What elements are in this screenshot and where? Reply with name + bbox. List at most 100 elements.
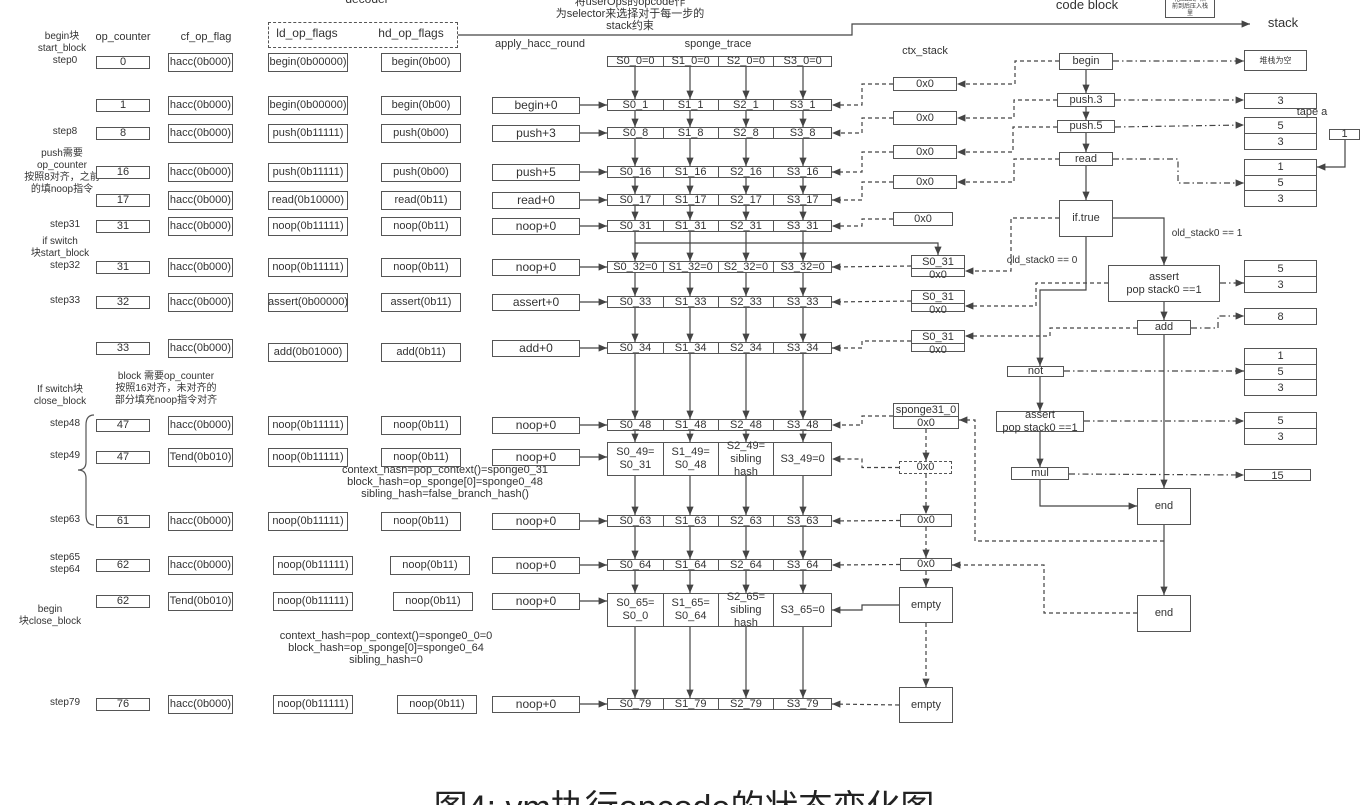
apply-hacc-round-box: noop+0 xyxy=(492,696,580,713)
connector-arrow xyxy=(832,218,893,230)
step-label: step32 xyxy=(49,260,81,271)
ctx-stack-entry: empty xyxy=(899,687,953,723)
hd-op-flags-box: read(0b11) xyxy=(381,191,461,210)
connector-arrow xyxy=(1036,237,1087,366)
stack-cell: 5 xyxy=(1245,413,1316,429)
sponge-cell: S1_33 xyxy=(664,296,719,308)
code-block-label: code block xyxy=(1055,0,1119,12)
apply-hacc-round-box: noop+0 xyxy=(492,449,580,466)
connector-arrow xyxy=(1039,480,1137,510)
sponge-cell: S1_17 xyxy=(664,194,719,206)
code-block-add: add xyxy=(1137,320,1191,335)
note-hash-1: context_hash=pop_context()=sponge0_31 bl… xyxy=(341,464,549,500)
sponge-cell: S2_34 xyxy=(719,342,775,354)
cf-op-flag-box: hacc(0b000) xyxy=(168,96,233,115)
sponge-cell: S1_49= S0_48 xyxy=(664,443,719,475)
ctx-stack-entry: 0x0 xyxy=(893,145,957,159)
ld-op-flags-box: assert(0b00000) xyxy=(268,293,348,312)
connector-arrow xyxy=(957,99,1057,122)
sponge-cell: S0_16 xyxy=(608,166,664,178)
code-block-end-2: end xyxy=(1137,595,1191,632)
sponge-cell: S2_16 xyxy=(719,166,775,178)
apply-hacc-round-box: noop+0 xyxy=(492,557,580,574)
ld-op-flags-box: read(0b10000) xyxy=(268,191,348,210)
sponge-cell: S1_0=0 xyxy=(664,55,719,67)
connector-arrow xyxy=(832,340,911,352)
ld-op-flags-box: noop(0b11111) xyxy=(273,592,353,611)
code-block-assert-2: assert pop stack0 ==1 xyxy=(996,409,1084,434)
stack-cell: 8 xyxy=(1277,310,1284,323)
apply-hacc-round-box: noop+0 xyxy=(492,593,580,610)
connector-arrow xyxy=(831,561,901,569)
ld-op-flags-box: noop(0b11111) xyxy=(273,695,353,714)
op-counter-box: 17 xyxy=(96,194,150,207)
sponge-cell: S0_48 xyxy=(608,419,664,431)
connector-arrow xyxy=(1317,140,1346,171)
hd-op-flags-box: noop(0b11) xyxy=(397,695,477,714)
code-block-assert: assert pop stack0 ==1 xyxy=(1108,265,1220,302)
stack-cell: 3 xyxy=(1277,430,1284,443)
connector-arrow xyxy=(1113,158,1244,187)
stack-cell: 3 xyxy=(1277,95,1284,107)
stack-cell: 1 xyxy=(1245,349,1316,365)
connector-arrow xyxy=(965,217,1059,275)
op-counter-box: 32 xyxy=(96,296,150,309)
sponge-cell: S0_79 xyxy=(608,698,664,710)
connector-arrow xyxy=(1191,312,1244,329)
step-label: step8 xyxy=(52,126,78,137)
hd-op-flags-box: noop(0b11) xyxy=(381,258,461,277)
stack-state: 15 xyxy=(1244,469,1311,482)
cf-op-flag-box: hacc(0b000) xyxy=(168,163,233,182)
sponge-cell: S1_65= S0_64 xyxy=(664,594,719,626)
ctx-stack-header: ctx_stack xyxy=(902,45,948,57)
sponge-cell: S2_0=0 xyxy=(719,55,775,67)
cf-op-flag-box: hacc(0b000) xyxy=(168,258,233,277)
stack-cell: 5 xyxy=(1245,365,1316,381)
apply-hacc-round-box: begin+0 xyxy=(492,97,580,114)
ld-op-flags-box: noop(0b11111) xyxy=(268,258,348,277)
stack-cell: 5 xyxy=(1245,118,1316,134)
ctx-stack-entry: 0x0 xyxy=(900,558,952,571)
cf-op-flag-box: hacc(0b000) xyxy=(168,695,233,714)
tape-a-label: tape a xyxy=(1296,106,1328,118)
op-counter-box: 47 xyxy=(96,451,150,464)
apply-hacc-round-box: push+3 xyxy=(492,125,580,142)
sponge-cell: S1_63 xyxy=(664,515,719,527)
sponge-cell: S1_31 xyxy=(664,220,719,232)
code-block-push-3: push.3 xyxy=(1057,93,1115,107)
sponge-cell: S3_0=0 xyxy=(783,55,822,67)
cf-op-flag-box: hacc(0b000) xyxy=(168,191,233,210)
sponge-cell: S3_1 xyxy=(789,98,816,111)
op-counter-box: 1 xyxy=(96,99,150,112)
selector-note: 将userOps的opcode作 为selector来选择对于每一步的 stac… xyxy=(555,0,705,32)
code-block-if-true: if.true xyxy=(1059,200,1113,237)
connector-arrow xyxy=(832,455,899,469)
sponge-cell: S3_48 xyxy=(786,418,819,431)
stack-note-box: 化stack。从 前到后压入栈 里 xyxy=(1165,0,1215,18)
connector-arrow xyxy=(952,561,1137,614)
op-counter-box: 31 xyxy=(96,261,150,274)
connector-arrow xyxy=(832,83,893,109)
connector-arrow xyxy=(959,416,1164,542)
sponge-cell: S1_32=0 xyxy=(664,261,719,273)
sponge-cell: S0_63 xyxy=(608,515,664,527)
hd-op-flags-box: begin(0b00) xyxy=(381,53,461,72)
sponge-cell: S1_64 xyxy=(664,559,719,571)
stack-cell: 5 xyxy=(1245,261,1316,277)
ld-op-flags-box: noop(0b11111) xyxy=(268,512,348,531)
cf-op-flag-box: Tend(0b010) xyxy=(168,448,233,467)
stack-cell: 5 xyxy=(1245,176,1316,192)
connector-arrow xyxy=(1113,217,1168,265)
cf-op-flag-box: hacc(0b000) xyxy=(168,556,233,575)
